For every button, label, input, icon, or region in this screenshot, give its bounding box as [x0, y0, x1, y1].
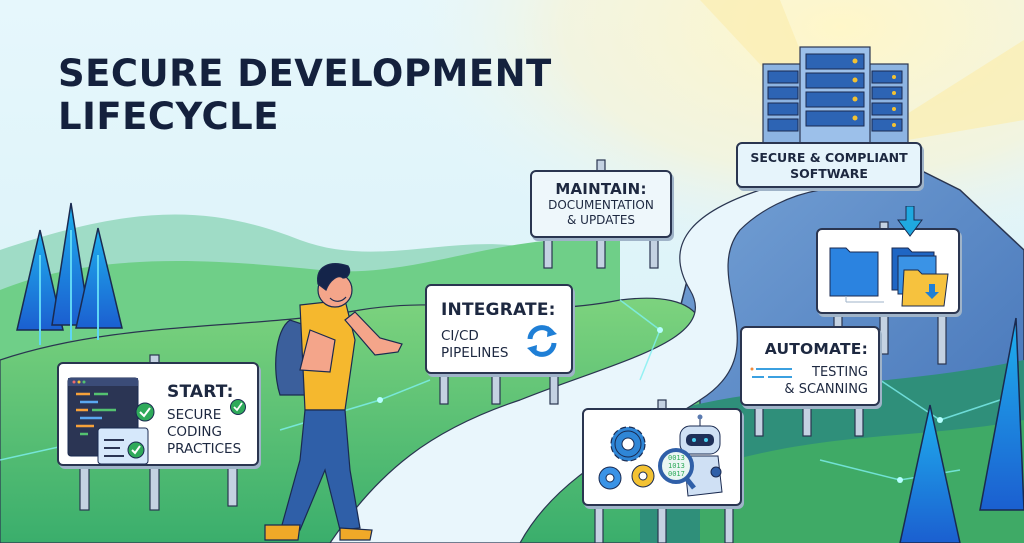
sign-secure-compliant-software: SECURE & COMPLIANT SOFTWARE	[736, 142, 922, 188]
sign-automate-heading: AUTOMATE:	[764, 340, 868, 358]
title-line-2: LIFECYCLE	[58, 95, 280, 138]
gears-icon	[598, 426, 655, 490]
sync-arrows-icon	[527, 325, 557, 357]
sign-maintain-line-1: DOCUMENTATION	[548, 198, 654, 212]
sign-start-text: SECURE CODING PRACTICES	[167, 407, 242, 457]
gears-robot-icon: 0013 1013 0017	[598, 414, 723, 497]
sign-start-heading: START:	[167, 382, 234, 402]
sign-automate: AUTOMATE: TESTING & SCANNING	[740, 326, 880, 406]
magnifier-binary-icon: 0013 1013 0017	[658, 448, 696, 490]
sign-integrate-heading: INTEGRATE:	[441, 300, 556, 320]
scan-lines-icon	[750, 367, 792, 378]
svg-text:0017: 0017	[668, 470, 685, 478]
svg-text:0013: 0013	[668, 454, 685, 462]
sign-maintain-heading: MAINTAIN:	[555, 180, 647, 198]
sign-secure-line-1: SECURE & COMPLIANT	[750, 150, 908, 165]
download-arrow-icon	[897, 206, 923, 237]
sign-secure-line-2: SOFTWARE	[790, 166, 868, 181]
sign-maintain-line-2: & UPDATES	[566, 213, 636, 227]
page-title: SECURE DEVELOPMENT LIFECYCLE	[58, 52, 552, 138]
server-rack-icon	[760, 40, 910, 144]
sign-start: START: SECURE CODING PRACTICES	[57, 362, 259, 466]
svg-text:1013: 1013	[668, 462, 685, 470]
sign-maintain: MAINTAIN: DOCUMENTATION & UPDATES	[530, 170, 672, 238]
checkmark-icon	[230, 399, 246, 415]
folder-stack-icon	[829, 247, 949, 307]
sign-automate-text: TESTING & SCANNING	[784, 365, 868, 397]
hiker-with-backpack	[262, 250, 412, 543]
code-editor-checkmark-icon	[67, 377, 155, 465]
sign-integrate-text: CI/CD PIPELINES	[441, 328, 509, 361]
sign-automation-tools: 0013 1013 0017	[582, 408, 742, 506]
sign-integrate: INTEGRATE: CI/CD PIPELINES	[425, 284, 573, 374]
title-line-1: SECURE DEVELOPMENT	[58, 52, 552, 95]
sign-folders	[816, 228, 960, 314]
